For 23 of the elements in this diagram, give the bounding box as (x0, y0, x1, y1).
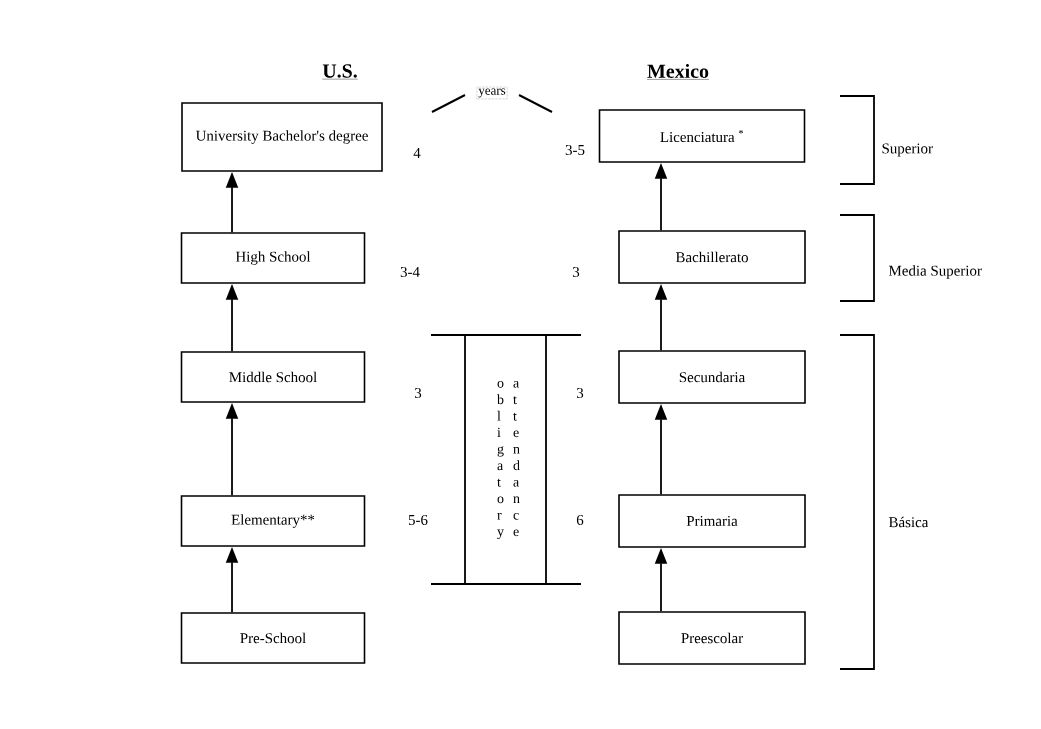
school-box: University Bachelor's degree (181, 102, 383, 172)
school-box: Licenciatura $^{*}$ (598, 109, 806, 163)
column-heading: Mexico (646, 64, 710, 80)
years-number: 3 (573, 267, 580, 277)
level-label: Básica (888, 516, 929, 528)
years-number: 5-6 (408, 515, 428, 525)
school-box: Middle School (180, 351, 366, 403)
years-number: 3-5 (565, 145, 585, 155)
level-label: Media Superior (888, 265, 982, 279)
years-number: 4 (413, 148, 421, 158)
level-label: Superior (882, 143, 933, 157)
column-heading: U.S. (322, 64, 358, 80)
years-label: years (476, 86, 508, 100)
years-number: 3 (577, 388, 584, 398)
school-box: Primaria (618, 494, 806, 548)
school-box: Secundaria (618, 350, 806, 404)
years-number: 6 (576, 515, 584, 525)
school-box: Pre-School (180, 612, 366, 664)
school-box: Elementary** (180, 495, 366, 547)
school-box: Bachillerato (618, 230, 806, 284)
school-box: Preescolar (618, 611, 806, 665)
years-number: 3-4 (400, 267, 420, 277)
school-box: High School (180, 232, 366, 284)
